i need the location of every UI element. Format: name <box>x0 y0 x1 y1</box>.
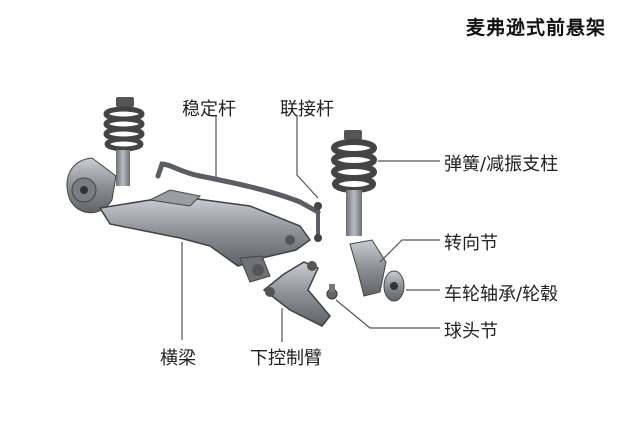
left-strut-assembly <box>66 97 145 214</box>
diagram-title: 麦弗逊式前悬架 <box>465 17 606 39</box>
lower-control-arm <box>262 261 331 327</box>
label-subframe: 横梁 <box>160 348 196 369</box>
label-link-rod: 联接杆 <box>280 99 334 120</box>
label-control-arm: 下控制臂 <box>250 348 322 369</box>
leader-balljoint <box>335 299 440 329</box>
wheel-hub <box>383 270 405 302</box>
leader-link <box>296 115 319 199</box>
ball-joint <box>326 284 338 300</box>
leader-lines <box>181 115 440 342</box>
subframe <box>98 189 312 283</box>
link-rod <box>314 202 322 242</box>
label-stabilizer-bar: 稳定杆 <box>182 99 236 120</box>
label-spring-damper: 弹簧/减振支柱 <box>444 154 559 175</box>
stabilizer-bar <box>155 161 321 215</box>
right-strut-assembly <box>331 130 377 236</box>
label-knuckle: 转向节 <box>444 233 498 254</box>
leader-knuckle <box>379 239 440 263</box>
steering-knuckle <box>349 239 387 297</box>
label-hub-bearing: 车轮轴承/轮毂 <box>444 284 559 305</box>
label-ball-joint: 球头节 <box>444 321 498 342</box>
